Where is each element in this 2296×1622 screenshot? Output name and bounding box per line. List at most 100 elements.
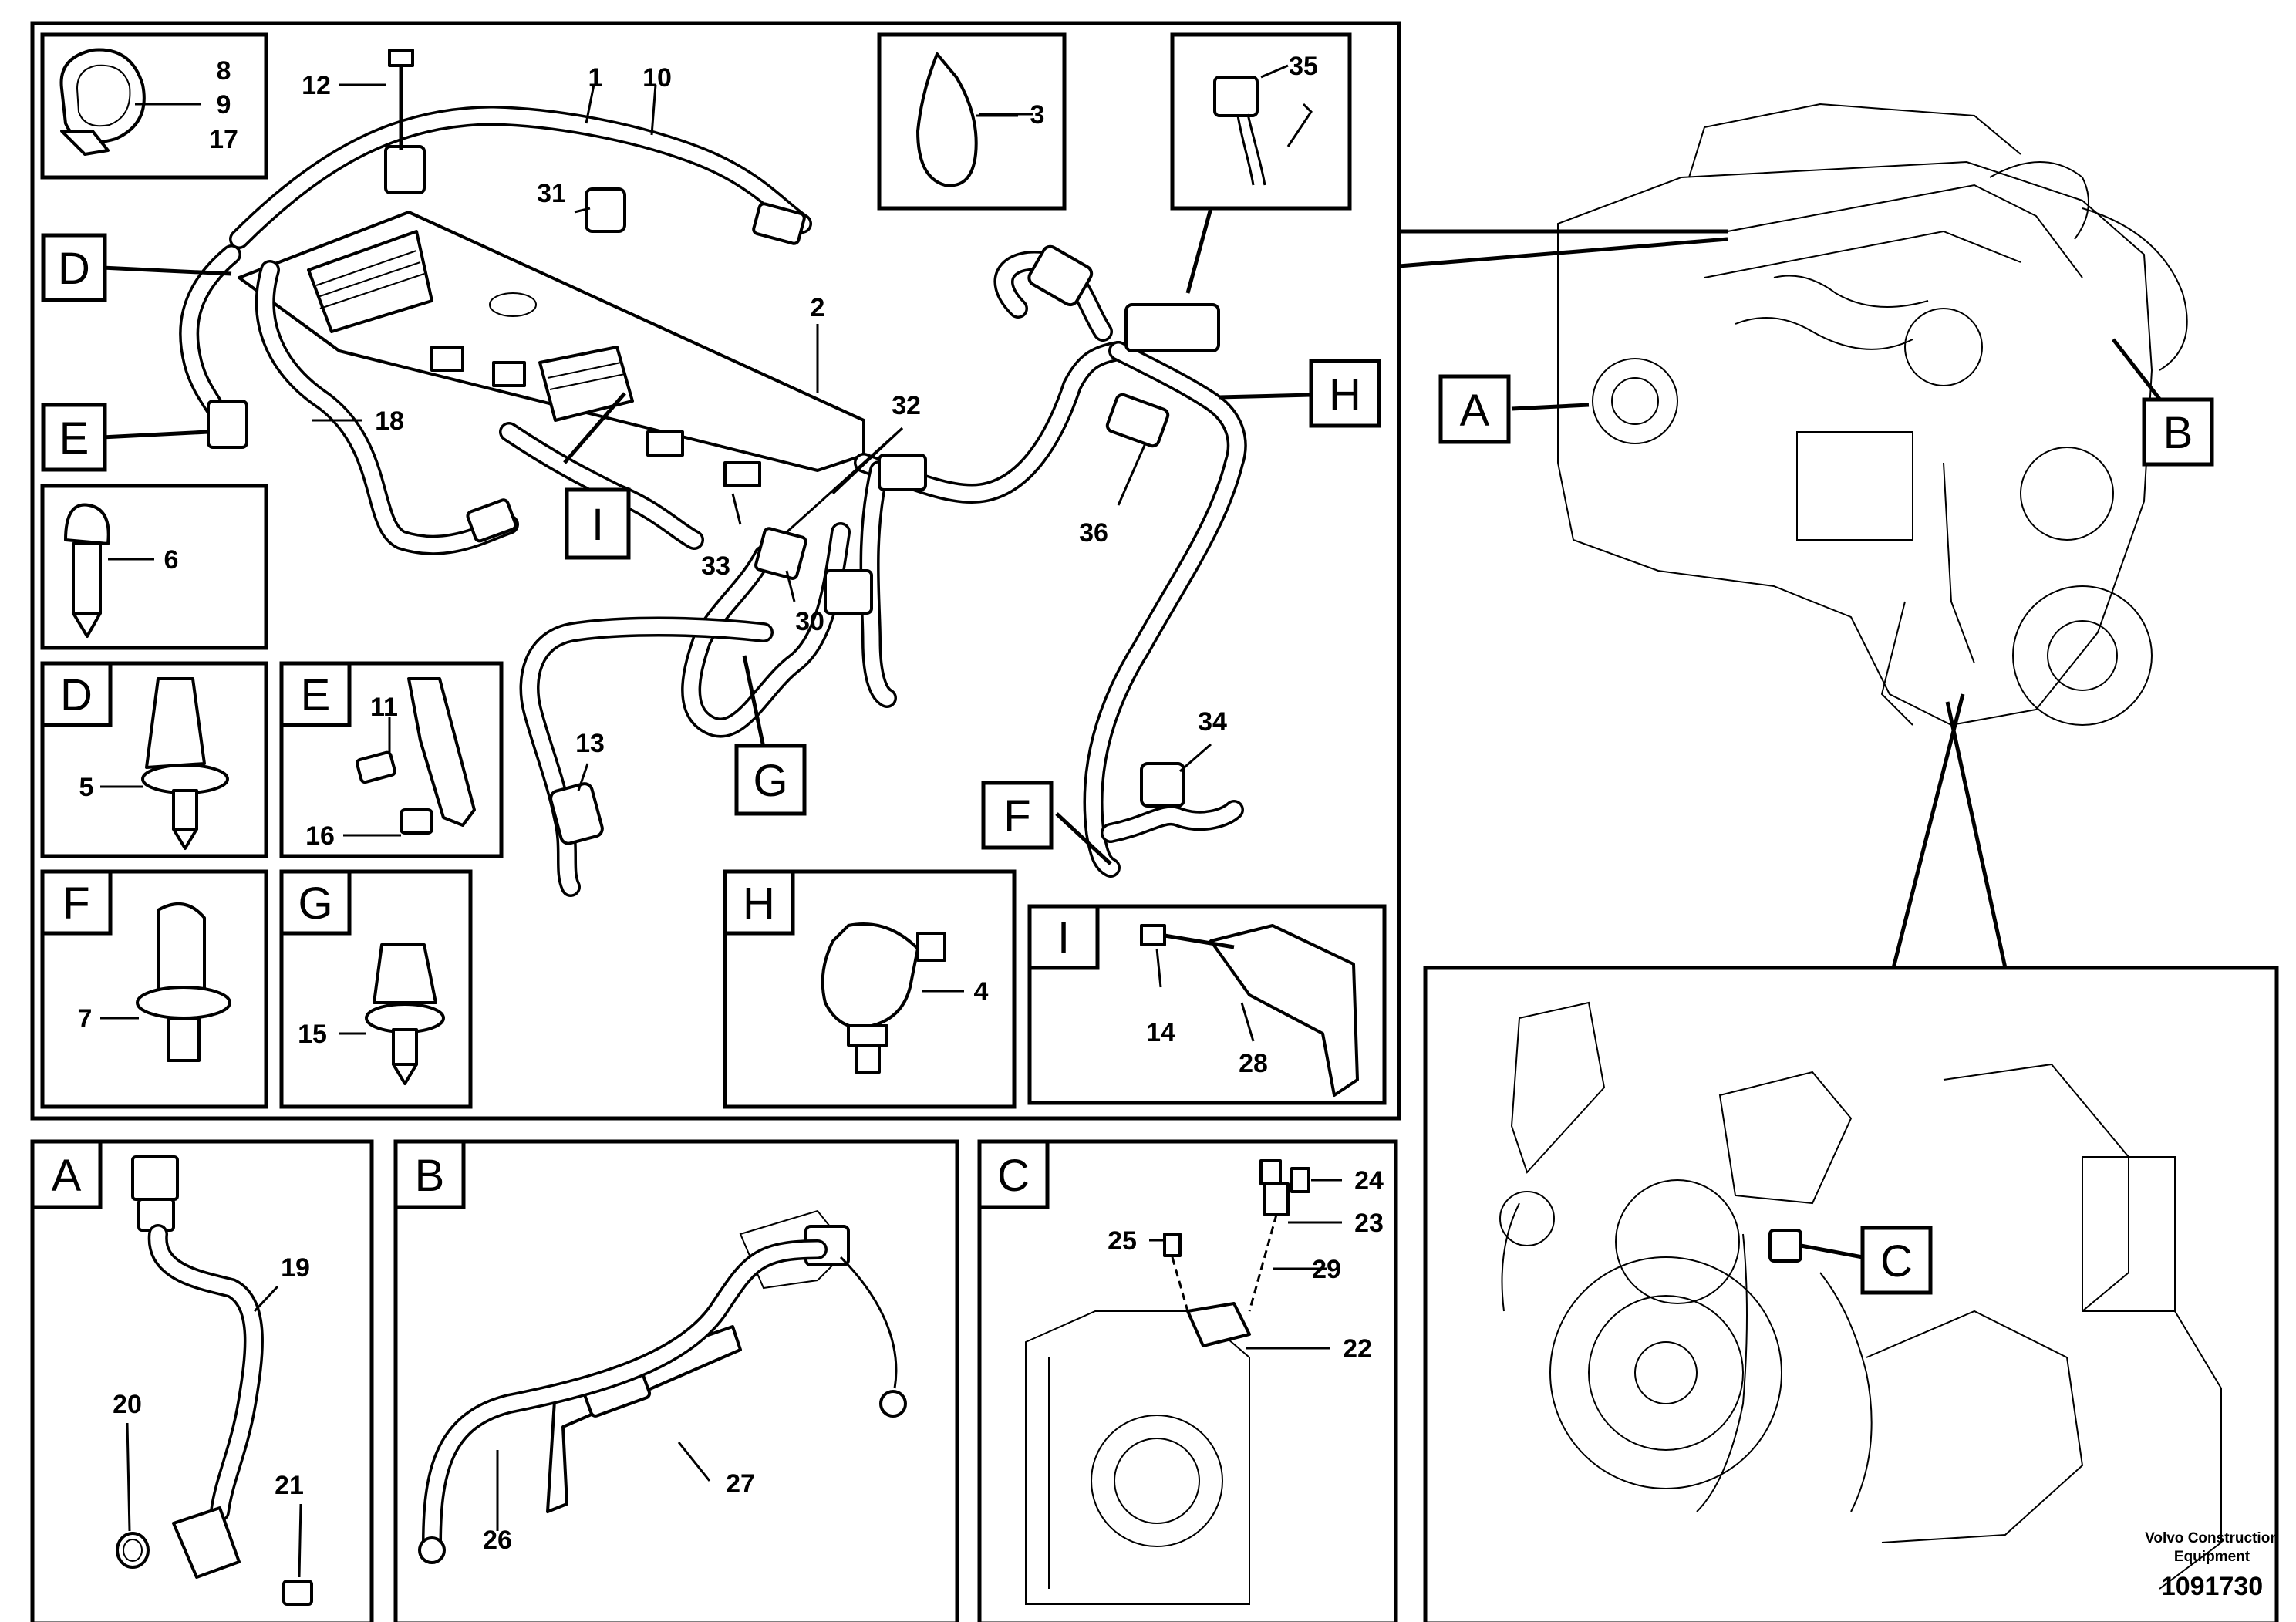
o-ring-20 [116, 1532, 150, 1569]
bracket-28 [1209, 924, 1359, 1097]
callout-14: 14 [1146, 1018, 1175, 1047]
cover-tab-3 [646, 430, 684, 457]
leader-B-overview [2112, 338, 2169, 410]
screw-25 [1163, 1233, 1182, 1257]
connector-30 [754, 527, 807, 580]
harness-cables [179, 106, 1247, 897]
callout-17: 17 [209, 125, 238, 154]
inset-H [723, 869, 1017, 1109]
box-I-main: I [592, 500, 604, 550]
clip-6-stem [72, 542, 102, 615]
callout-9: 9 [217, 90, 231, 120]
callout-16: 16 [305, 821, 335, 851]
box-C-detail: C [997, 1151, 1030, 1201]
cover-tab-1 [430, 346, 464, 372]
bolt-14-head [1140, 924, 1166, 946]
box-I-inset: I [1057, 913, 1070, 963]
clamp-8-body [59, 48, 146, 144]
leader-C-overview-1 [1891, 693, 1965, 969]
callout-15: 15 [298, 1020, 327, 1049]
cable-tie-3 [916, 52, 978, 187]
sensor-19-connector [131, 1155, 179, 1201]
clip-7-disk [136, 986, 231, 1020]
detail-A-frame [30, 1139, 374, 1622]
box-G-main: G [753, 756, 787, 806]
box-A-detail: A [52, 1151, 82, 1201]
callout-30: 30 [795, 607, 824, 636]
leader-A-overview [1511, 403, 1590, 411]
callout-24: 24 [1354, 1166, 1384, 1195]
callout-35: 35 [1289, 52, 1318, 81]
callout-4: 4 [974, 977, 989, 1007]
callout-2: 2 [811, 293, 825, 322]
engine-overview [1557, 103, 2188, 727]
connector-18 [466, 498, 518, 543]
callout-12: 12 [302, 71, 331, 100]
callout-25: 25 [1108, 1226, 1137, 1256]
box-A-overview: A [1460, 386, 1490, 436]
clamp-8-tab [60, 130, 110, 156]
inset-clip-6 [40, 484, 268, 650]
box-H-inset: H [743, 878, 775, 929]
callout-20: 20 [113, 1390, 142, 1419]
connector-E [207, 400, 248, 449]
callout-6: 6 [164, 545, 179, 575]
callout-22: 22 [1343, 1334, 1372, 1364]
box-F-inset: F [62, 878, 89, 929]
bolt-16 [400, 808, 433, 835]
callout-31: 31 [537, 179, 566, 208]
brand-line-2: Equipment [2174, 1549, 2250, 1565]
connector-tee [878, 454, 927, 491]
letter-boxes: D E I H G F D E F G H I A B C A B [30, 233, 2214, 1295]
box-D-main: D [58, 244, 90, 294]
detail-B-frame [393, 1139, 959, 1622]
timing-cover [1025, 1310, 1250, 1605]
connector-31 [585, 187, 626, 233]
box-B-detail: B [415, 1151, 445, 1201]
inset-D [40, 661, 268, 858]
cover-logo [489, 292, 537, 317]
clip-24 [1290, 1167, 1310, 1193]
leader-C-overview-2 [1945, 701, 2008, 969]
callout-18: 18 [375, 406, 404, 436]
bracket-E [407, 677, 476, 827]
callout-32: 32 [892, 391, 921, 420]
main-harness-frame [30, 21, 1401, 1121]
inset-tie-3 [877, 32, 1067, 211]
clip-5-disk [141, 764, 229, 794]
bracket-22 [1186, 1302, 1251, 1347]
clip-5-body [145, 677, 206, 769]
main-harness-drawing [179, 49, 1247, 897]
clip-6-head [64, 503, 110, 545]
leader-C-zoom [1800, 1243, 1863, 1259]
connector-35 [1213, 76, 1259, 117]
inset-F [40, 869, 268, 1109]
box-B-overview: B [2163, 408, 2193, 458]
bolt-12-head [388, 49, 414, 67]
callout-5: 5 [79, 773, 94, 802]
detail-zoom-frame [1423, 966, 2279, 1622]
engine-outline [1557, 160, 2153, 727]
harness-connectors [207, 145, 1220, 845]
inset-connector-35 [1170, 32, 1352, 211]
connector-12 [384, 145, 426, 194]
inset-E [279, 661, 504, 858]
clip-15-disk [365, 1003, 445, 1034]
connector-34 [1140, 762, 1185, 808]
callout-1: 1 [588, 63, 603, 93]
box-F-main: F [1003, 791, 1030, 841]
cover-tab-2 [492, 361, 526, 387]
leader-main-to-engine-bottom [1398, 237, 1728, 268]
leader-27 [677, 1442, 711, 1482]
callout-3: 3 [1030, 100, 1045, 130]
footer: Volvo Construction Equipment 1091730 [2145, 1530, 2279, 1601]
sensor-23-body [1263, 1182, 1290, 1216]
drawing-number: 1091730 [2161, 1572, 2263, 1601]
detail-C-drawing [1025, 1159, 1310, 1605]
main-letter-leaders [101, 206, 1312, 865]
sensor-C-zoom [1768, 1229, 1802, 1263]
box-H-main: H [1329, 369, 1361, 420]
clip-15-body [373, 943, 437, 1004]
box-C-zoom: C [1880, 1236, 1913, 1286]
callout-13: 13 [575, 729, 605, 758]
